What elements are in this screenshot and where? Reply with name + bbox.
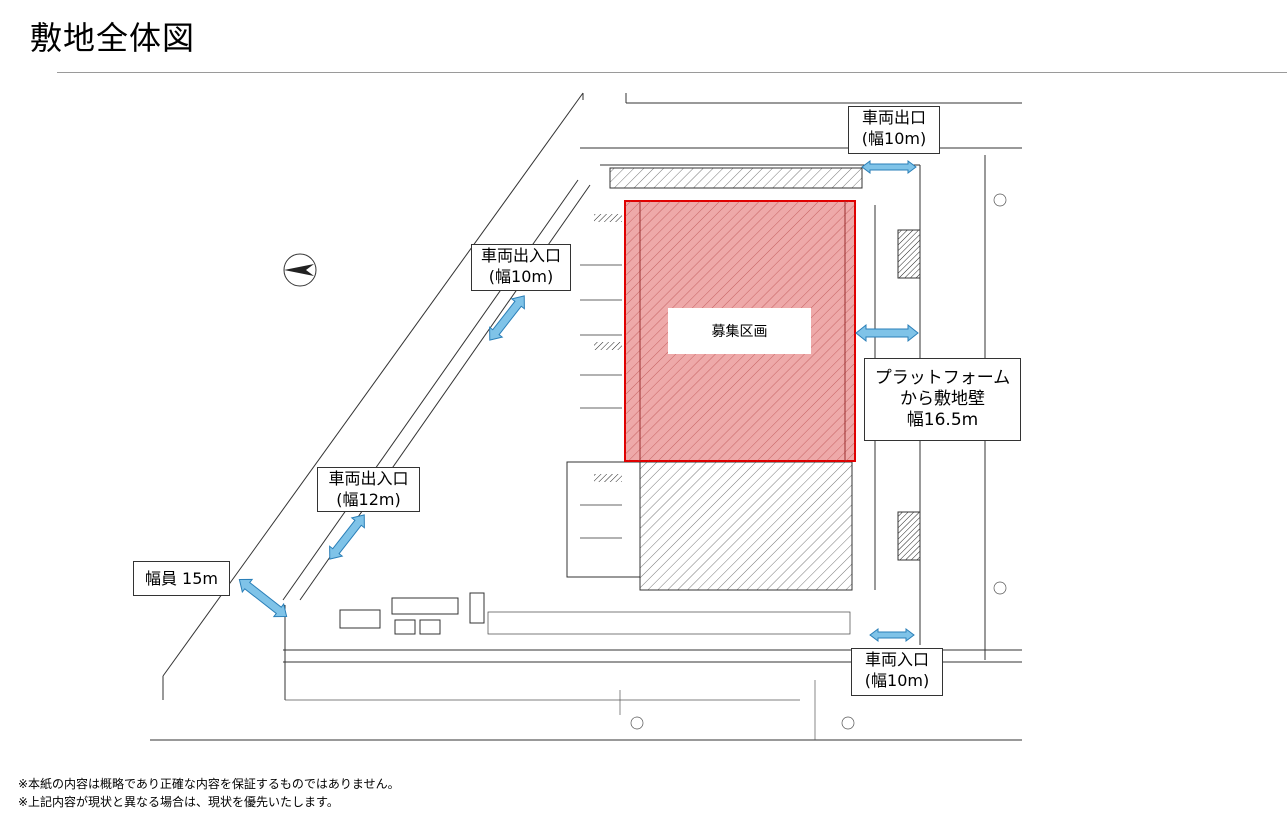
callout-platform-line2: から敷地壁	[900, 389, 985, 409]
recruit-area-label: 募集区画	[668, 308, 811, 354]
dock-marks-left	[594, 214, 622, 482]
disclaimer-note-2: ※上記内容が現状と異なる場合は、現状を優先いたします。	[18, 795, 339, 809]
callout-exit-top: 車両出口 (幅10m)	[848, 106, 940, 154]
title-divider	[57, 72, 1287, 73]
lower-building-block	[639, 461, 853, 591]
parking-row	[487, 611, 851, 635]
right-ramp-lower	[897, 511, 921, 561]
callout-entry-bottom-line1: 車両入口	[864, 650, 929, 669]
callout-entry-exit-lower-line1: 車両出入口	[328, 469, 409, 488]
arrow-entry-exit-upper	[489, 295, 525, 341]
callout-platform-line1: プラットフォーム	[874, 368, 1011, 388]
disclaimer-note-1: ※本紙の内容は概略であり正確な内容を保証するものではありません。	[18, 777, 400, 791]
north-compass-icon	[283, 253, 317, 287]
callout-entry-exit-lower-line2: (幅12m)	[336, 490, 401, 509]
callout-road-width-line1: 幅員 15m	[144, 569, 219, 588]
arrow-road-width	[238, 578, 288, 618]
callout-exit-top-line2: (幅10m)	[861, 129, 927, 148]
callout-entry-bottom: 車両入口 (幅10m)	[851, 648, 943, 696]
page-title: 敷地全体図	[30, 19, 196, 57]
callout-platform: プラットフォーム から敷地壁 幅16.5m	[864, 358, 1021, 441]
callout-entry-exit-upper-line1: 車両出入口	[480, 246, 561, 265]
north-driveway-strip	[609, 167, 863, 189]
dimension-lines	[285, 193, 1007, 740]
callout-exit-top-line1: 車両出口	[861, 108, 926, 127]
callout-entry-exit-upper-line2: (幅10m)	[488, 267, 554, 286]
callout-platform-line3: 幅16.5m	[906, 410, 979, 430]
callout-road-width: 幅員 15m	[133, 561, 230, 596]
callout-entry-exit-upper: 車両出入口 (幅10m)	[471, 244, 571, 291]
right-ramp-upper	[897, 229, 921, 279]
callout-entry-bottom-line2: (幅10m)	[864, 671, 930, 690]
lower-left-facilities	[339, 592, 485, 635]
access-arrows	[238, 160, 919, 642]
arrow-entry-bottom	[869, 628, 915, 642]
callout-entry-exit-lower: 車両出入口 (幅12m)	[317, 467, 420, 512]
arrow-exit-top	[861, 160, 917, 174]
arrow-platform	[855, 323, 919, 343]
dock-lines-left	[580, 264, 622, 539]
arrow-entry-exit-lower	[329, 514, 365, 560]
